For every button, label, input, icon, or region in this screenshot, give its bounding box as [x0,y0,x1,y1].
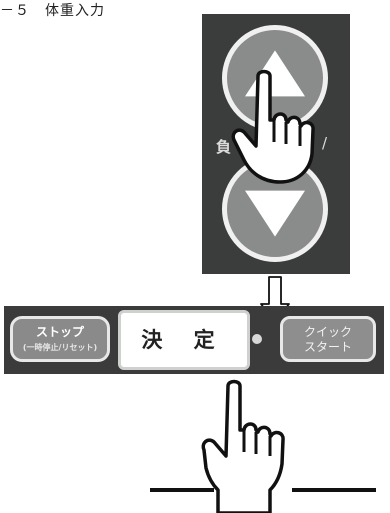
triangle-down-icon [245,190,305,237]
quick-start-button[interactable]: クイック スタート [280,316,376,362]
quick-start-line1: クイック [303,325,352,339]
stop-button[interactable]: ストップ (一時停止/リセット) [10,316,110,362]
stop-label: ストップ [35,325,84,339]
panel-label-right: / [322,134,328,152]
control-bar: ストップ (一時停止/リセット) 決 定 クイック スタート [4,306,384,374]
pointing-hand-icon [231,69,315,184]
pointing-hand-icon [201,379,285,513]
triangle-up-icon [245,50,305,97]
panel-label-left: 負 [216,138,232,156]
decide-button[interactable]: 決 定 [118,310,250,370]
stop-sub-label: (一時停止/リセット) [22,343,98,352]
page-caption: －５ 体重入力 [0,3,105,19]
quick-start-line2: スタート [303,340,352,354]
down-button[interactable] [222,156,328,262]
panel-connector [252,334,262,344]
